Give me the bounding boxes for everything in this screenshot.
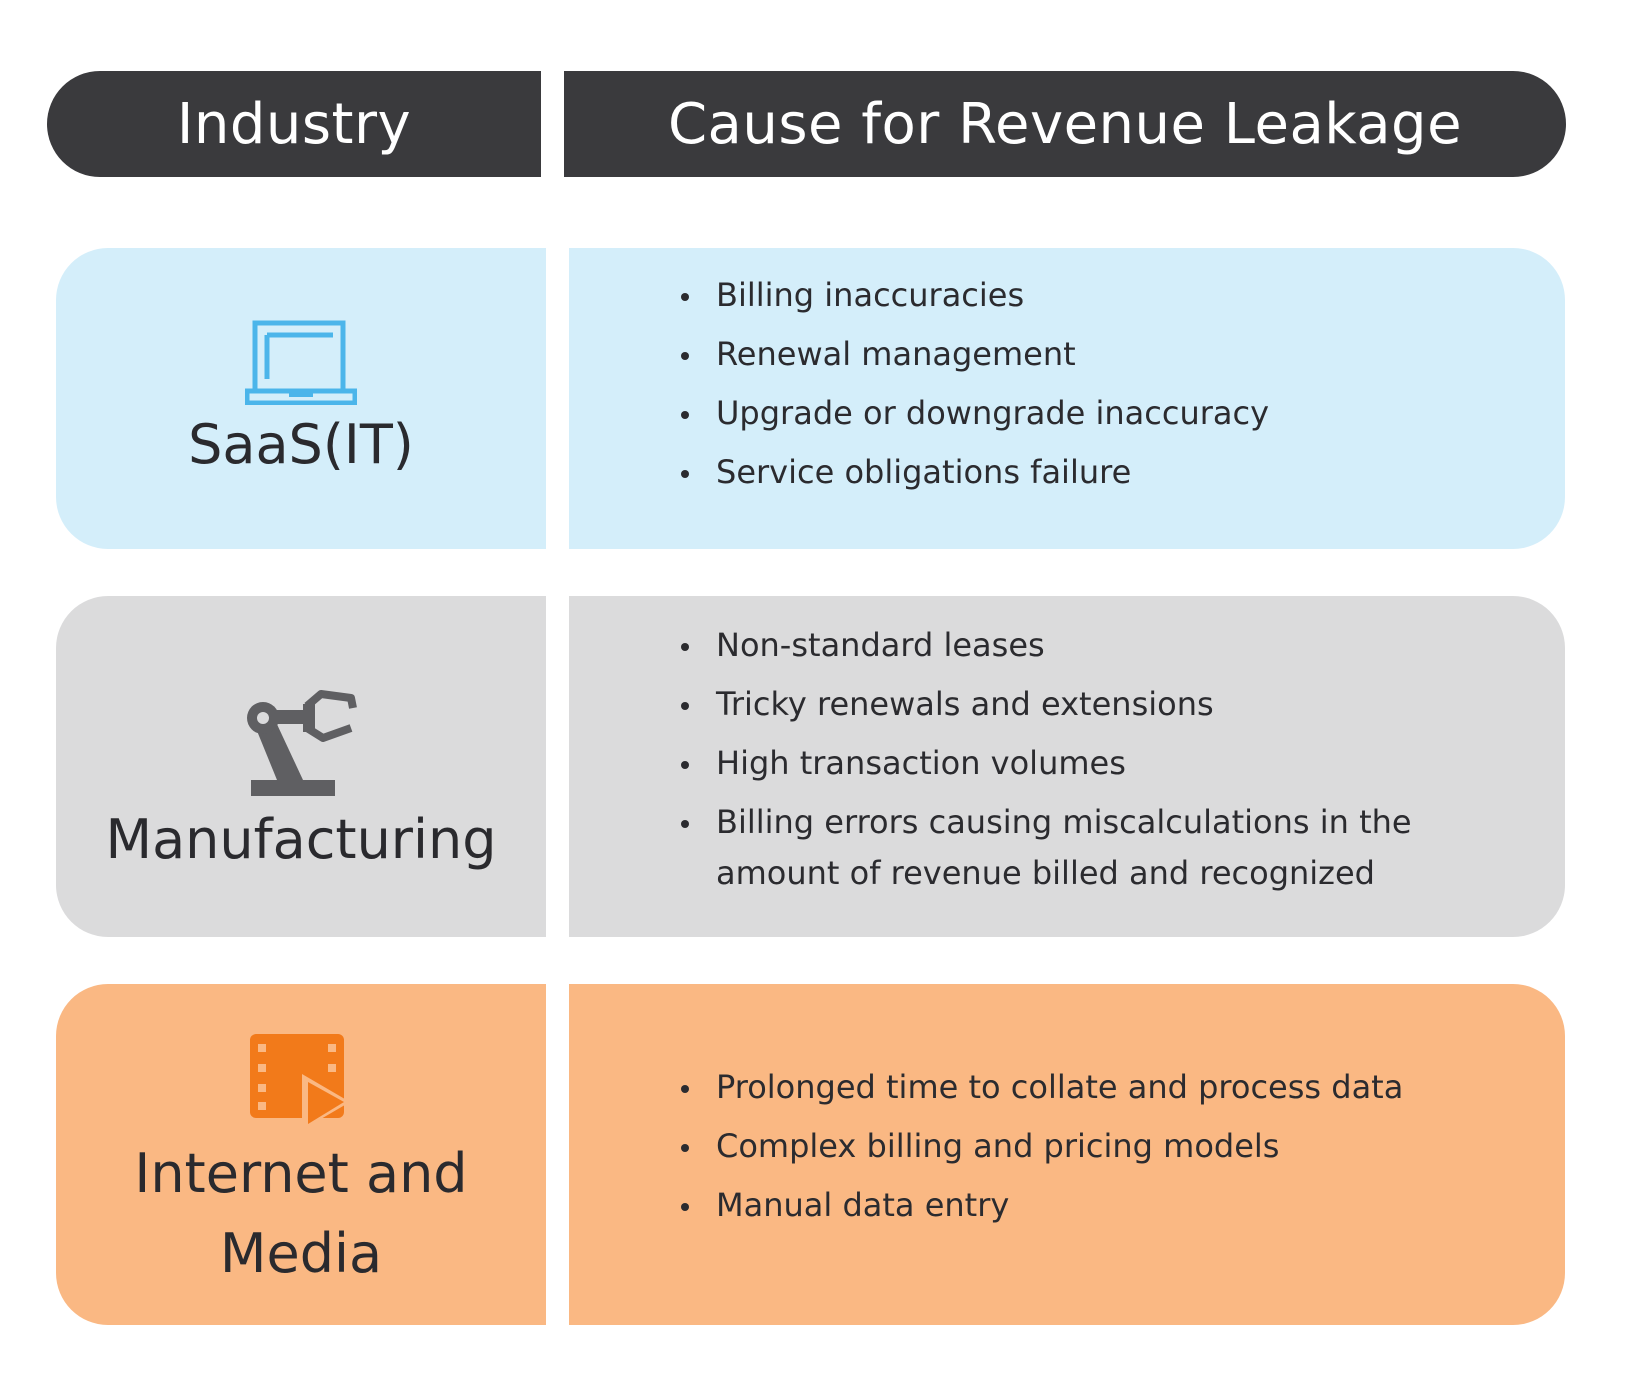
list-item: Service obligations failure: [679, 447, 1505, 498]
industry-header-label: Industry: [176, 91, 412, 157]
list-item: Prolonged time to collate and process da…: [679, 1062, 1505, 1113]
cause-list-manufacturing: Non-standard leases Tricky renewals and …: [679, 620, 1505, 907]
industry-name-saas: SaaS(IT): [188, 412, 414, 476]
industry-name-line-1: Internet and: [134, 1141, 468, 1205]
list-item: Non-standard leases: [679, 620, 1505, 671]
industry-name-line-2: Media: [219, 1221, 383, 1285]
cause-cell-internet-media: Prolonged time to collate and process da…: [569, 984, 1565, 1325]
industry-name-internet-media: Internet and Media: [134, 1134, 467, 1294]
list-item: High transaction volumes: [679, 738, 1505, 789]
cause-list-saas: Billing inaccuracies Renewal management …: [679, 270, 1505, 506]
cause-column-header: Cause for Revenue Leakage: [564, 71, 1566, 177]
cause-cell-saas: Billing inaccuracies Renewal management …: [569, 248, 1565, 549]
industry-cell-internet-media: Internet and Media: [56, 984, 546, 1325]
industry-column-header: Industry: [47, 71, 541, 177]
list-item: Billing errors causing miscalculations i…: [679, 797, 1505, 899]
list-item: Tricky renewals and extensions: [679, 679, 1505, 730]
laptop-icon: [245, 319, 357, 405]
cause-header-label: Cause for Revenue Leakage: [667, 91, 1463, 157]
cause-list-internet-media: Prolonged time to collate and process da…: [679, 1062, 1505, 1239]
cause-cell-manufacturing: Non-standard leases Tricky renewals and …: [569, 596, 1565, 937]
list-item: Manual data entry: [679, 1180, 1505, 1231]
list-item: Billing inaccuracies: [679, 270, 1505, 321]
list-item: Upgrade or downgrade inaccuracy: [679, 388, 1505, 439]
industry-cell-saas: SaaS(IT): [56, 248, 546, 549]
robot-arm-icon: [241, 684, 361, 800]
industry-name-manufacturing: Manufacturing: [105, 807, 497, 871]
industry-cell-manufacturing: Manufacturing: [56, 596, 546, 937]
list-item: Complex billing and pricing models: [679, 1121, 1505, 1172]
list-item: Renewal management: [679, 329, 1505, 380]
video-play-icon: [246, 1030, 356, 1134]
